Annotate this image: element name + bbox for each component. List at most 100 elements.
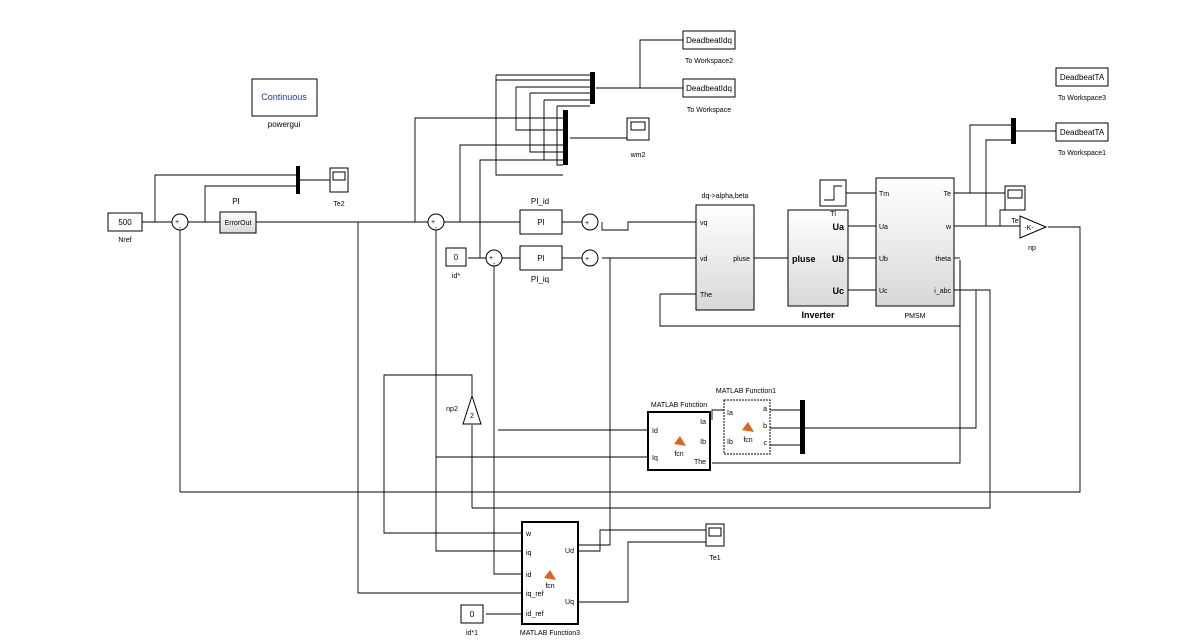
pi-iq-title: PI_iq	[531, 275, 549, 284]
port-mf3-iq: iq	[526, 550, 532, 557]
pi-iq-block[interactable]: PI PI_iq	[519, 245, 563, 284]
gain-np-caption: np	[1028, 245, 1036, 252]
port-mf3-w: w	[525, 531, 532, 538]
powergui-title: Continuous	[261, 92, 307, 102]
inverter-block[interactable]: pluse Ua Ub Uc Inverter	[787, 209, 849, 320]
matlab-function1-title: MATLAB Function1	[716, 388, 776, 395]
mux-ta[interactable]	[1011, 118, 1016, 144]
mux-wm2[interactable]	[563, 110, 568, 165]
id-star1-value: 0	[470, 610, 475, 619]
port-pluse: pluse	[733, 256, 750, 263]
step-tl-caption: Tl	[830, 211, 836, 218]
port-vq: vq	[700, 220, 708, 227]
sum-block-vd[interactable]: +	[581, 249, 599, 267]
port-mf1-ia: Ia	[727, 410, 733, 417]
scope-te[interactable]: Te	[1004, 185, 1026, 225]
inverter-caption: Inverter	[801, 310, 835, 320]
port-a: a	[763, 406, 767, 413]
port-te: Te	[944, 191, 952, 198]
gain-np2-inner: 2	[470, 413, 474, 420]
sum-sign: -	[179, 225, 182, 232]
to-workspace1-var: DeadbeatTA	[1060, 128, 1105, 137]
to-workspace-block[interactable]: DeadbeatIdq To Workspace	[682, 78, 736, 114]
scope-wm2[interactable]: wm2	[626, 117, 650, 159]
matlab-logo-icon	[544, 570, 556, 580]
gain-np2-block[interactable]: 2 np2	[446, 394, 482, 425]
port-iq: Iq	[652, 455, 658, 462]
scope-te2[interactable]: Te2	[329, 167, 349, 208]
id-star1-constant-block[interactable]: 0 id*1	[460, 604, 484, 637]
demux-abc[interactable]	[800, 400, 805, 454]
matlab-function3-caption: MATLAB Function3	[520, 630, 580, 637]
sum-sign: +	[431, 219, 435, 226]
port-b: b	[763, 423, 767, 430]
to-workspace3-var: DeadbeatTA	[1060, 73, 1105, 82]
pi-speed-inner: ErrorOut	[225, 220, 252, 227]
port-ub: Ub	[832, 254, 844, 264]
to-workspace2-block[interactable]: DeadbeatIdq To Workspace2	[682, 30, 736, 65]
port-mf3-iq-ref: iq_ref	[526, 591, 544, 598]
port-pmsm-uc: Uc	[879, 288, 888, 295]
matlab-logo-icon	[742, 422, 754, 432]
signal-lines	[142, 39, 1081, 615]
matlab-fcn-label: fcn	[743, 437, 752, 444]
port-w: w	[945, 224, 952, 231]
scope-te1-caption: Te1	[709, 555, 720, 562]
sum-sign: -	[493, 261, 496, 268]
id-star-value: 0	[454, 253, 459, 262]
to-workspace3-block[interactable]: DeadbeatTA To Workspace3	[1055, 67, 1109, 102]
sum-block-vq[interactable]: +	[581, 213, 599, 231]
sum-block-id[interactable]: + -	[485, 249, 503, 268]
matlab-fcn-label: fcn	[545, 583, 554, 590]
sum-block-iq[interactable]: + -	[427, 213, 445, 232]
port-ua: Ua	[832, 222, 844, 232]
scope-te1[interactable]: Te1	[705, 523, 725, 562]
matlab-function1-block[interactable]: MATLAB Function1 Ia Ib a b c fcn	[716, 388, 776, 455]
id-star1-caption: id*1	[466, 630, 478, 637]
sum-sign: +	[175, 219, 179, 226]
to-workspace1-block[interactable]: DeadbeatTA To Workspace1	[1055, 122, 1109, 157]
sum-sign: -	[435, 225, 438, 232]
matlab-function-block[interactable]: MATLAB Function Id Iq Ia Ib The fcn	[647, 402, 711, 471]
powergui-caption: powergui	[268, 120, 301, 129]
port-uq: Uq	[565, 599, 574, 606]
matlab-function-title: MATLAB Function	[651, 402, 707, 409]
port-c: c	[764, 440, 768, 447]
sum-sign: +	[585, 220, 589, 227]
nref-constant-block[interactable]: 500 Nref	[107, 212, 143, 244]
nref-caption: Nref	[118, 237, 131, 244]
id-star-constant-block[interactable]: 0 id*	[445, 247, 467, 280]
sum-block-speed[interactable]: + -	[171, 213, 189, 232]
port-mf1-ib: Ib	[727, 439, 733, 446]
port-ia: Ia	[700, 419, 706, 426]
scope-te-caption: Te	[1011, 218, 1019, 225]
matlab-function3-block[interactable]: w iq id iq_ref id_ref Ud Uq fcn MATLAB F…	[520, 521, 580, 637]
sum-sign: +	[585, 256, 589, 263]
pmsm-block[interactable]: Tm Ua Ub Uc Te w theta i_abc PMSM	[875, 177, 955, 320]
gain-np-inner: -K-	[1024, 225, 1034, 232]
port-theta: theta	[935, 256, 951, 263]
pi-id-block[interactable]: PI_id PI	[519, 197, 563, 235]
scope-wm2-caption: wm2	[630, 152, 646, 159]
dq-transform-title: dq->alpha,beta	[702, 193, 749, 200]
sum-sign: +	[489, 255, 493, 262]
gain-np-block[interactable]: -K- np	[1019, 215, 1048, 252]
pi-speed-title: PI	[232, 197, 240, 206]
mux-workspace[interactable]	[590, 72, 595, 104]
to-workspace-caption: To Workspace	[687, 107, 731, 114]
pi-id-inner: PI	[537, 218, 545, 227]
mux-te2[interactable]	[296, 166, 300, 194]
port-pmsm-ua: Ua	[879, 224, 888, 231]
powergui-block[interactable]: Continuous powergui	[251, 78, 318, 129]
pmsm-caption: PMSM	[905, 313, 926, 320]
pi-speed-block[interactable]: PI ErrorOut	[219, 197, 257, 234]
step-tl-block[interactable]: Tl	[819, 179, 847, 218]
pi-iq-inner: PI	[537, 254, 545, 263]
port-pluse-in: pluse	[792, 254, 816, 264]
id-star-caption: id*	[452, 273, 460, 280]
port-mf3-id-ref: id_ref	[526, 611, 544, 618]
dq-alpha-beta-block[interactable]: dq->alpha,beta vq vd The pluse	[695, 193, 755, 311]
to-workspace-var: DeadbeatIdq	[686, 84, 732, 93]
port-id: Id	[652, 428, 658, 435]
